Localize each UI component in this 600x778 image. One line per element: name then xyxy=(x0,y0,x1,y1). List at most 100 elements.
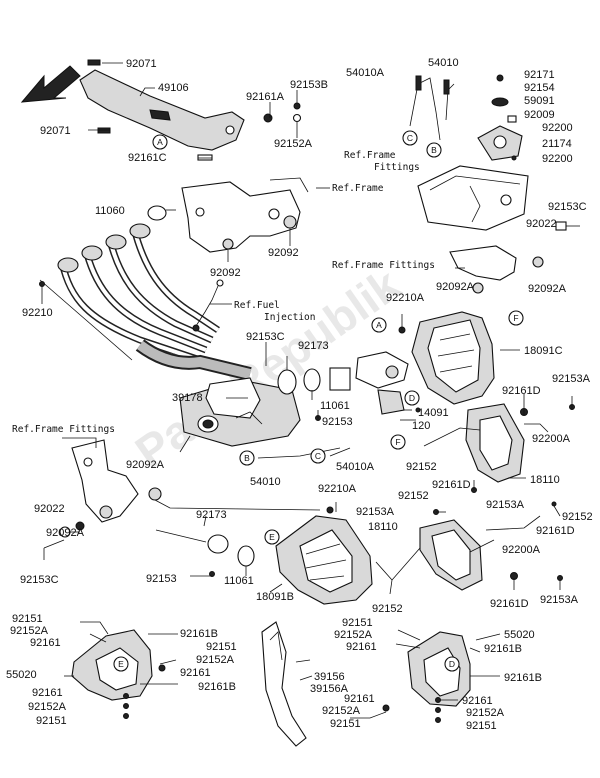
clamp-92173-mid xyxy=(277,369,297,395)
o2-sensor xyxy=(192,324,200,332)
label-92161-bl: 92161 xyxy=(32,687,63,699)
bolt-92153a-c xyxy=(551,501,557,507)
label-49106: 49106 xyxy=(158,82,189,94)
label-92161c: 92161C xyxy=(128,152,167,164)
callouts: A B C A F D B C F E E D xyxy=(113,130,524,672)
label-92092-b: 92092 xyxy=(268,247,299,259)
label-92092a-left: 92092A xyxy=(46,527,85,539)
label-92151-c: 92151 xyxy=(36,715,67,727)
nut-92153b xyxy=(293,102,301,110)
label-39178: 39178 xyxy=(172,392,203,404)
catalyst-chamber-39178 xyxy=(179,377,301,453)
label-92151-a: 92151 xyxy=(12,613,43,625)
part-labels: 92071 49106 92071 92161A 92153B 92152A 9… xyxy=(6,57,593,732)
label-92173-low: 92173 xyxy=(196,509,227,521)
label-92161-d: 92161 xyxy=(344,693,375,705)
clamp-92173-low xyxy=(207,534,229,554)
label-92161d-d: 92161D xyxy=(490,598,529,610)
label-92161-a: 92161 xyxy=(30,637,61,649)
label-92152a-e: 92152A xyxy=(322,705,361,717)
label-14091: 14091 xyxy=(418,407,449,419)
connector-pipe-mid xyxy=(329,367,351,391)
washer-bottom-left-b xyxy=(123,703,129,709)
label-92152a-top: 92152A xyxy=(274,138,313,150)
nut-92210 xyxy=(39,281,45,287)
gasket-11061-mid xyxy=(303,368,321,392)
label-92153c-left: 92153C xyxy=(20,574,59,586)
label-92151-f: 92151 xyxy=(466,720,497,732)
washer-bottom-right-b xyxy=(435,707,441,713)
bolt-92153c-right-head xyxy=(555,221,567,231)
label-92152-d: 92152 xyxy=(372,603,403,615)
callout-d-mid: D xyxy=(409,393,415,403)
label-92153a-d: 92153A xyxy=(540,594,579,606)
bolt-92161a xyxy=(263,113,273,123)
label-39156: 39156 xyxy=(314,671,345,683)
grommet-bottom-right xyxy=(382,704,390,712)
label-92161d-c: 92161D xyxy=(536,525,575,537)
label-18110: 18110 xyxy=(530,474,560,486)
label-92161d-b: 92161D xyxy=(432,479,471,491)
ref-frame-fittings-right: Ref.Frame Fittings xyxy=(332,260,435,271)
callout-c-mid: C xyxy=(315,451,321,461)
grommet-bottom-left xyxy=(158,664,166,672)
label-54010-mid: 54010 xyxy=(250,476,281,488)
label-92161b-d: 92161B xyxy=(504,672,542,684)
ref-frame-fittings-top-2: Fittings xyxy=(374,162,420,173)
label-120: 120 xyxy=(412,420,430,432)
gasket-11060 xyxy=(147,205,167,221)
callout-b-mid: B xyxy=(244,453,250,463)
label-92153c-right: 92153C xyxy=(548,201,587,213)
label-92173-mid: 92173 xyxy=(298,340,329,352)
bolt-92153-low xyxy=(209,571,215,577)
label-92092a-left-top: 92092A xyxy=(126,459,165,471)
washer-92152a xyxy=(292,113,302,123)
o2-sensor-lead xyxy=(195,285,219,327)
label-92200-b: 92200 xyxy=(542,153,573,165)
label-92153a-c: 92153A xyxy=(486,499,525,511)
label-92161b-a: 92161B xyxy=(180,628,218,640)
label-92161d-a: 92161D xyxy=(502,385,541,397)
label-54010a-mid: 54010A xyxy=(336,461,375,473)
washer-bottom-right-c xyxy=(435,717,441,723)
muffler-cover-18110 xyxy=(465,403,525,483)
label-11061-low: 11061 xyxy=(224,575,254,587)
exhaust-valve-actuator xyxy=(355,351,409,415)
label-92210: 92210 xyxy=(22,307,53,319)
bolt-92153c-left xyxy=(43,539,65,549)
label-92161-e: 92161 xyxy=(462,695,493,707)
washer-bottom-right-a xyxy=(435,697,441,703)
label-92151-b: 92151 xyxy=(206,641,237,653)
label-92153a-a: 92153A xyxy=(552,373,591,385)
nut-92210a-low xyxy=(326,506,334,514)
label-92161a-top: 92161A xyxy=(246,91,285,103)
label-92092a-mid: 92092A xyxy=(436,281,475,293)
callout-b-top: B xyxy=(431,145,437,155)
label-18091b: 18091B xyxy=(256,591,294,603)
ref-fuel-1: Ref.Fuel xyxy=(234,300,280,311)
label-92200a-low: 92200A xyxy=(502,544,541,556)
callout-f-mid: F xyxy=(395,437,400,447)
label-54010-top: 54010 xyxy=(428,57,459,69)
ref-frame-fittings-left: Ref.Frame Fittings xyxy=(12,424,115,435)
label-92152-mid: 92152 xyxy=(406,461,437,473)
footrest-bracket-left xyxy=(71,439,162,523)
grommet-92161c xyxy=(197,154,213,161)
muffler-guard-55020-left xyxy=(71,629,153,701)
label-92200-a: 92200 xyxy=(542,122,573,134)
label-92009: 92009 xyxy=(524,109,555,121)
label-92152a-a: 92152A xyxy=(10,625,49,637)
label-92153b: 92153B xyxy=(290,79,328,91)
label-92210a-mid: 92210A xyxy=(386,292,425,304)
label-92022-right: 92022 xyxy=(526,218,557,230)
label-92161-b: 92161 xyxy=(180,667,211,679)
label-92161-c: 92161 xyxy=(346,641,377,653)
label-39156a: 39156A xyxy=(310,683,349,695)
grommet-92092a-left xyxy=(75,521,85,531)
label-92171: 92171 xyxy=(524,69,555,81)
label-92151-e: 92151 xyxy=(330,718,361,730)
washer-bottom-left-c xyxy=(123,713,129,719)
callout-a-top: A xyxy=(157,137,163,147)
